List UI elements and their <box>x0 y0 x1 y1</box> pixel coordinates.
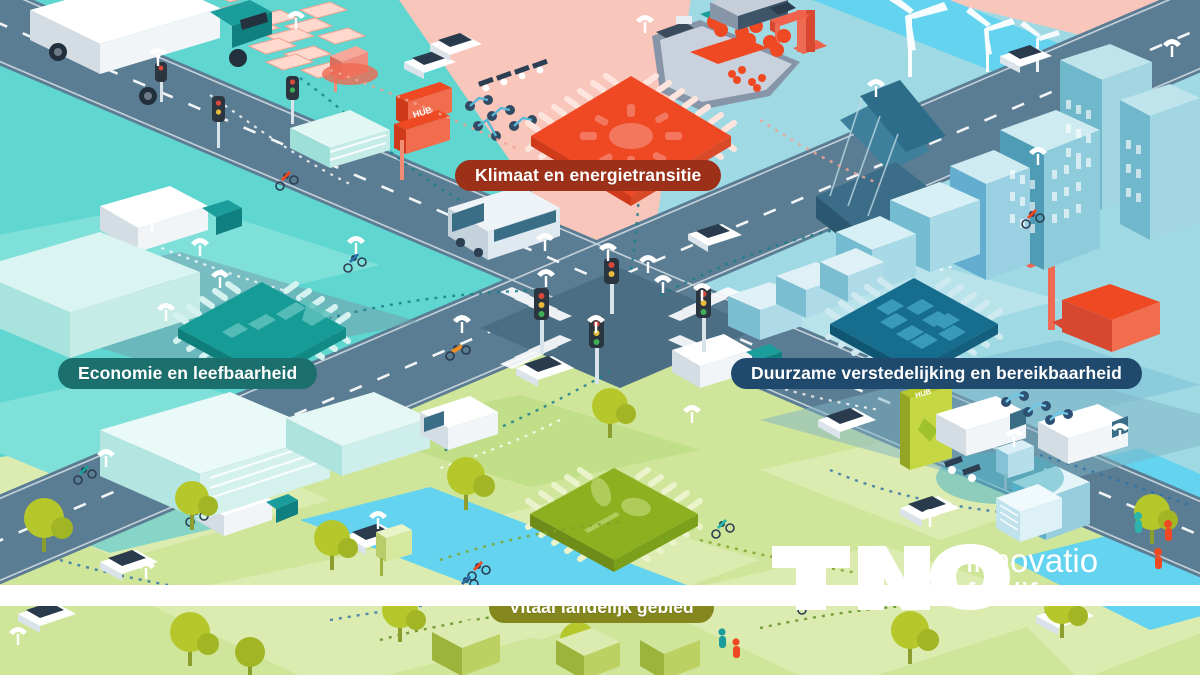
tree <box>24 498 73 552</box>
traffic-light-far <box>212 96 225 148</box>
cyclist <box>711 518 735 539</box>
v2x-dotted-links-blue <box>59 453 1191 622</box>
village-houses <box>432 620 700 675</box>
wifi-beacon <box>9 11 1181 645</box>
vehicle-van <box>420 396 498 450</box>
traffic-light-west <box>534 288 549 354</box>
sprout-icon <box>584 477 651 533</box>
shared-bike-rack <box>465 95 537 141</box>
sun-icon <box>580 104 682 169</box>
roadside-sign <box>376 524 412 576</box>
vehicle-car <box>18 602 76 633</box>
white-divider-band <box>0 585 1200 606</box>
tree <box>891 611 939 664</box>
jogger <box>1134 512 1142 533</box>
freight-truck <box>30 0 272 105</box>
info-kiosk <box>996 440 1034 490</box>
urban-construction-block <box>1062 284 1160 352</box>
vehicle-car <box>516 356 574 387</box>
mobility-hub: HUB <box>900 380 1128 542</box>
growth-arrow-icon <box>222 296 332 338</box>
vehicle-car <box>1000 45 1052 73</box>
vehicle-car <box>430 33 482 61</box>
cyclist <box>1021 208 1045 229</box>
wifi-beacon <box>149 48 167 66</box>
logistics-hall <box>100 392 330 520</box>
tree <box>170 612 219 666</box>
port-truck <box>710 0 796 30</box>
tree <box>447 457 495 510</box>
jogger <box>1164 520 1172 541</box>
tree-group <box>24 388 1178 675</box>
hub-sign: HUB <box>394 82 452 180</box>
tree <box>175 481 218 530</box>
traffic-light-far <box>155 62 167 102</box>
apartment-blocks <box>728 248 884 340</box>
cargo-ship <box>652 6 800 110</box>
theme-label-klimaat-en-energietransitie[interactable]: Klimaat en energietransitie <box>455 160 722 191</box>
shared-scooters <box>478 58 548 92</box>
v2x-dotted-links <box>299 77 846 454</box>
theme-label-duurzame-verstedelijking-en-bereikbaarheid[interactable]: Duurzame verstedelijking en bereikbaarhe… <box>731 358 1142 389</box>
cyclist <box>73 464 97 485</box>
freight-truck <box>100 186 242 252</box>
vehicle-car <box>100 550 158 581</box>
pink-zone-dotted-path <box>329 68 881 186</box>
traffic-light-far <box>286 76 299 124</box>
tree <box>592 388 636 438</box>
theme-label-economie-en-leefbaarheid[interactable]: Economie en leefbaarheid <box>58 358 318 389</box>
cyclist <box>343 252 367 273</box>
warehouse-building <box>0 232 200 358</box>
public-bus <box>448 186 560 260</box>
wind-turbine <box>889 0 948 77</box>
jogger <box>1154 548 1162 569</box>
pedestrian <box>732 638 740 658</box>
terminal-steps <box>290 110 390 168</box>
canal-rural-2 <box>1010 535 1200 630</box>
svg-text:HUB: HUB <box>914 387 933 400</box>
delivery-scooter <box>445 344 471 361</box>
depot-building <box>286 392 430 476</box>
wind-turbine <box>966 7 1015 72</box>
traffic-light-north <box>604 258 619 314</box>
tree <box>314 520 358 570</box>
locker-cabinet <box>996 484 1062 542</box>
shared-scooters-east <box>944 455 981 482</box>
tree <box>235 637 265 675</box>
vehicle-car <box>900 496 960 527</box>
vehicle-car <box>818 408 876 439</box>
cyclist <box>275 170 299 191</box>
cyclist <box>467 560 491 581</box>
building-grid-icon <box>876 299 966 349</box>
chip-vitaal <box>525 467 703 572</box>
pedestrian <box>718 628 726 648</box>
vehicle-car <box>688 224 742 252</box>
